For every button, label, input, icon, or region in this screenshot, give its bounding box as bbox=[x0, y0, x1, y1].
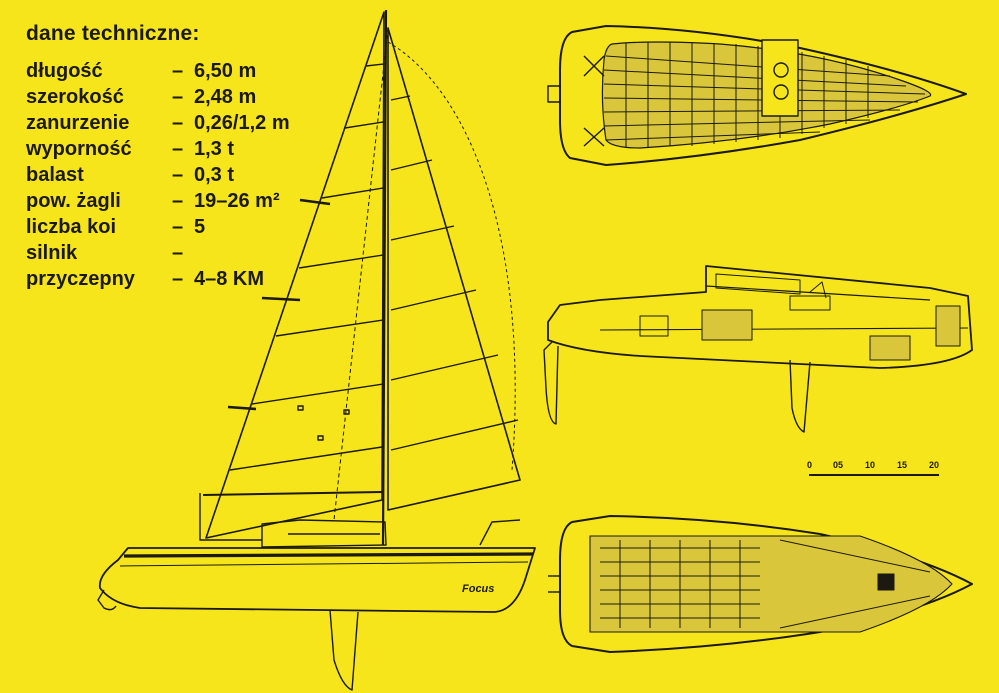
deck-top-view bbox=[547, 25, 967, 166]
spec-label: długość bbox=[26, 60, 103, 82]
cockpit-grating bbox=[603, 42, 926, 148]
spec-row-ballast: balast – 0,3 t bbox=[26, 164, 234, 190]
spec-value: 6,50 m bbox=[194, 60, 257, 82]
jib bbox=[387, 27, 521, 511]
interior-section bbox=[543, 265, 973, 433]
spec-value: 4–8 KM bbox=[194, 268, 265, 290]
spec-value: 19–26 m² bbox=[194, 190, 280, 212]
spec-label: wyporność bbox=[26, 138, 132, 160]
spec-label: przyczepny bbox=[26, 268, 135, 290]
spec-row-sail-area: pow. żagli – 19–26 m² bbox=[26, 190, 280, 216]
spec-row-engine: silnik – bbox=[26, 242, 200, 268]
scale-tick: 10 bbox=[865, 460, 876, 470]
side-profile bbox=[199, 9, 521, 548]
spec-label: zanurzenie bbox=[26, 112, 130, 134]
spec-label: pow. żagli bbox=[26, 190, 121, 212]
spec-row-length: długość – 6,50 m bbox=[26, 60, 256, 86]
spec-value: 5 bbox=[194, 216, 206, 238]
hull-section bbox=[547, 265, 973, 369]
spec-dash: – bbox=[172, 216, 184, 238]
spec-label: szerokość bbox=[26, 86, 124, 108]
spec-dash: – bbox=[172, 112, 184, 134]
spec-label: silnik bbox=[26, 242, 78, 264]
accommodation-plan bbox=[548, 515, 973, 653]
spec-row-outboard: przyczepny – 4–8 KM bbox=[26, 268, 264, 294]
section-rudder bbox=[543, 341, 559, 425]
spec-dash: – bbox=[172, 60, 184, 82]
spec-row-beam: szerokość – 2,48 m bbox=[26, 86, 256, 112]
spec-dash: – bbox=[172, 242, 184, 264]
spec-value: 1,3 t bbox=[194, 138, 235, 160]
boat-name-label: Focus bbox=[462, 583, 495, 595]
spec-row-berths: liczba koi – 5 bbox=[26, 216, 205, 242]
spec-row-draft: zanurzenie – 0,26/1,2 m bbox=[26, 112, 290, 138]
hull bbox=[98, 547, 536, 613]
spec-dash: – bbox=[172, 190, 184, 212]
specs-panel: dane techniczne: długość – 6,50 m szerok… bbox=[26, 22, 290, 294]
spec-dash: – bbox=[172, 86, 184, 108]
scale-tick: 0 bbox=[807, 460, 813, 470]
spec-label: balast bbox=[26, 164, 84, 186]
scale-tick: 20 bbox=[929, 460, 940, 470]
scale-tick: 05 bbox=[833, 460, 844, 470]
spec-dash: – bbox=[172, 164, 184, 186]
spec-row-displacement: wyporność – 1,3 t bbox=[26, 138, 234, 164]
scale-bar: 0 05 10 15 20 bbox=[801, 460, 951, 490]
spec-value: 0,3 t bbox=[194, 164, 235, 186]
mast-step bbox=[877, 573, 895, 591]
scale-tick: 15 bbox=[897, 460, 908, 470]
spec-label: liczba koi bbox=[26, 216, 117, 238]
mast bbox=[381, 9, 388, 546]
genoa-outline bbox=[387, 41, 516, 471]
spec-dash: – bbox=[172, 138, 184, 160]
section-keel bbox=[789, 359, 811, 433]
spec-value: 0,26/1,2 m bbox=[194, 112, 290, 134]
specs-heading: dane techniczne: bbox=[26, 22, 200, 45]
side-hull bbox=[97, 547, 536, 691]
scale-line bbox=[809, 474, 939, 476]
spec-dash: – bbox=[172, 268, 184, 290]
spec-value: 2,48 m bbox=[194, 86, 257, 108]
mainsail bbox=[205, 11, 385, 539]
keel bbox=[329, 609, 359, 691]
hatch-panel bbox=[761, 39, 799, 117]
